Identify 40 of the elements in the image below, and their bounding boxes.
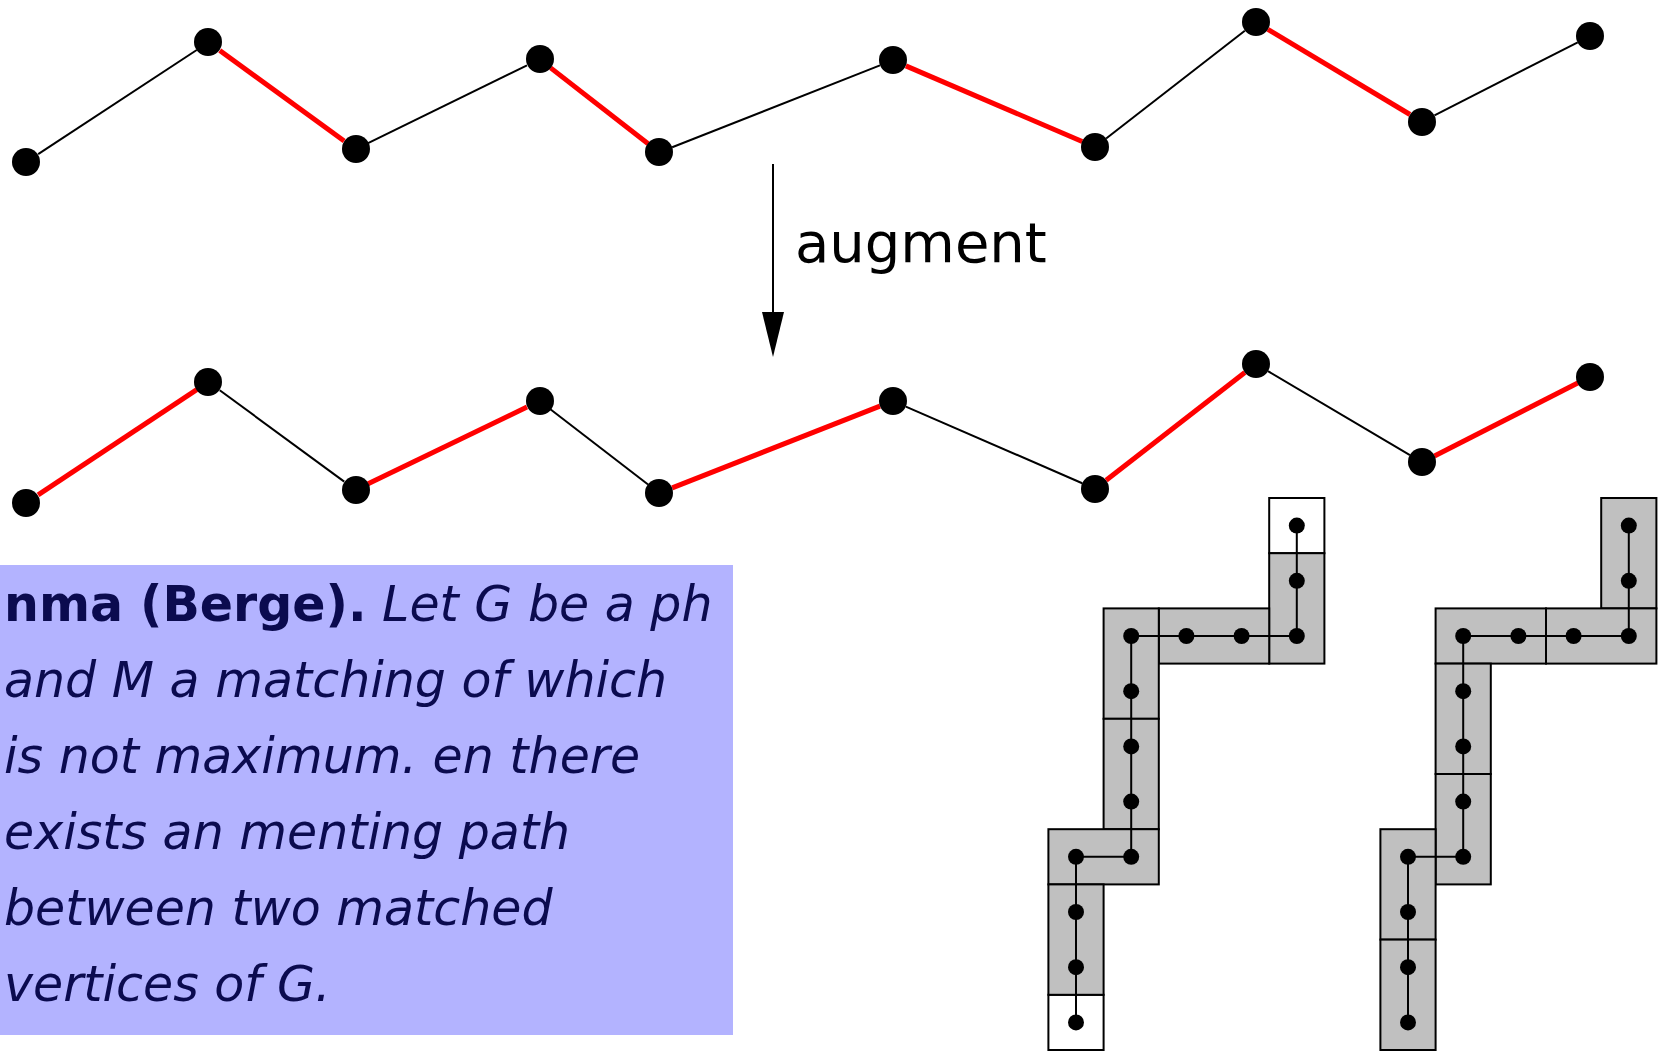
vertex-dot	[194, 28, 223, 57]
vertex-dot	[1408, 448, 1436, 477]
vertex-dot	[1081, 474, 1110, 503]
graph-edge	[671, 403, 881, 491]
graph-edge	[1266, 370, 1411, 457]
vertex-dot	[12, 147, 41, 176]
graph-edge	[1105, 29, 1246, 140]
graph-edge	[904, 405, 1084, 485]
vertex-dot	[1241, 349, 1270, 378]
vertex-dot	[1576, 21, 1605, 50]
arrow-label: augment	[795, 210, 1047, 275]
graph-edge	[37, 49, 198, 156]
graph-edge	[904, 63, 1084, 144]
vertex-dot	[341, 475, 370, 504]
vertex-dot	[1576, 362, 1605, 391]
vertex-dot	[1408, 107, 1436, 136]
graph-edge	[367, 64, 528, 145]
vertex-dot	[645, 479, 674, 508]
vertex-dot	[1081, 133, 1110, 162]
lemma-text: nma (Berge). Let G be a ph and M a matching of which is not maximum. en there exists an menting path between two matched vertices of G.	[4, 575, 713, 1015]
graph-edge	[1433, 380, 1579, 459]
graph-edge	[1266, 27, 1412, 117]
graph-edge	[1104, 370, 1247, 483]
vertex-dot	[525, 387, 554, 415]
vertex-dot	[645, 138, 674, 167]
vertex-dot	[525, 45, 554, 74]
graph-edge	[218, 48, 346, 143]
vertex-dot	[12, 488, 41, 517]
graph-edge	[36, 387, 199, 497]
vertex-dot	[878, 46, 907, 75]
graph-edge	[218, 389, 346, 483]
graph-edge	[549, 408, 650, 486]
graph-edge	[367, 404, 529, 487]
vertex-dot	[341, 135, 370, 164]
graph-edge	[671, 64, 881, 149]
vertex-dot	[878, 387, 907, 415]
graph-edge	[1433, 41, 1579, 117]
vertex-dot	[194, 367, 223, 396]
vertex-dot	[1241, 8, 1270, 37]
graph-edge	[549, 65, 650, 146]
